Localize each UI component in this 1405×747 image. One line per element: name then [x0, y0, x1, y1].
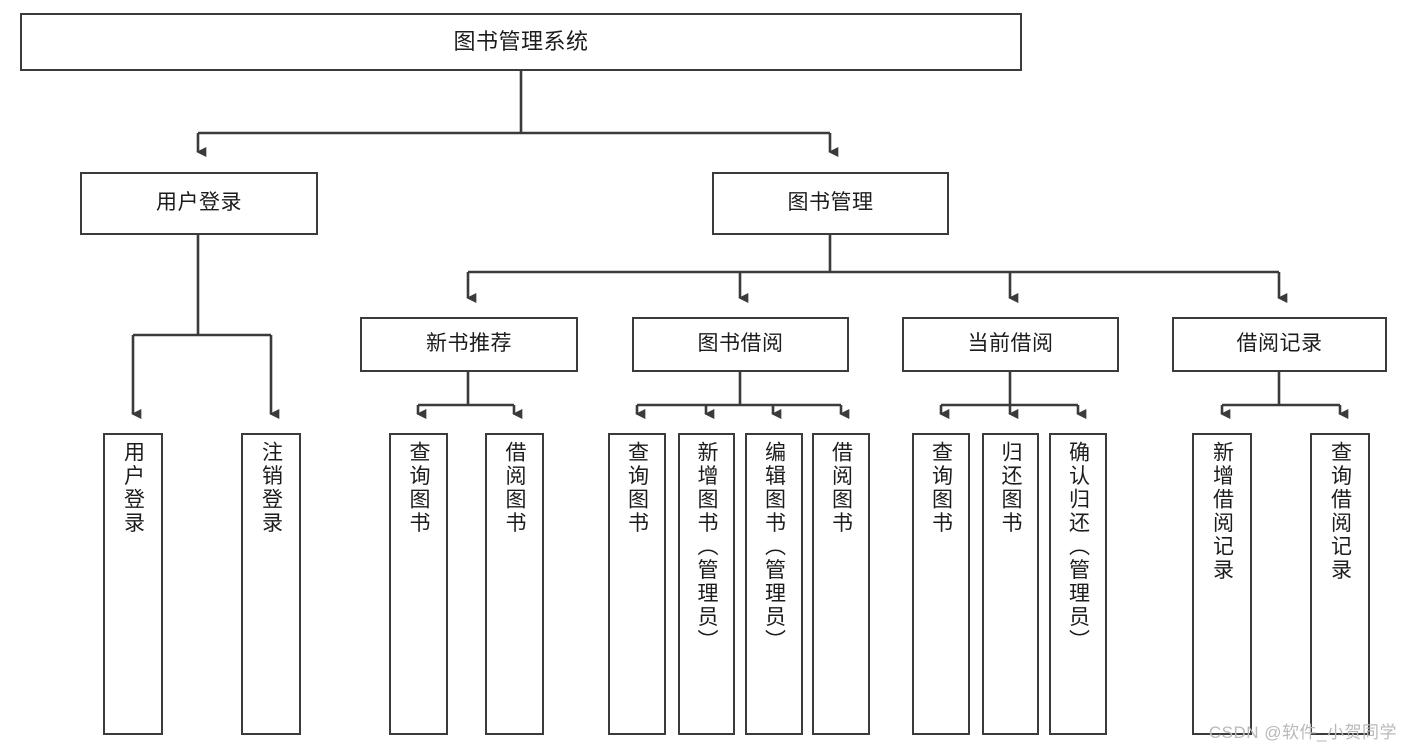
node-label: 图书管理	[787, 191, 874, 215]
leaf-edit-book[interactable]: 编辑图书（管理员）	[745, 433, 803, 735]
node-book-management[interactable]: 图书管理	[712, 172, 949, 235]
node-label: 当前借阅	[967, 332, 1054, 356]
node-label: 查询图书	[407, 441, 430, 535]
leaf-return-book[interactable]: 归还图书	[982, 433, 1039, 735]
leaf-confirm-return[interactable]: 确认归还（管理员）	[1049, 433, 1107, 735]
node-label: 图书借阅	[697, 332, 784, 356]
node-current-borrow[interactable]: 当前借阅	[902, 317, 1119, 372]
node-label: 归还图书	[999, 441, 1022, 535]
node-label: 确认归还（管理员）	[1066, 441, 1090, 653]
node-label: 借阅记录	[1236, 332, 1323, 356]
node-label: 编辑图书（管理员）	[762, 441, 786, 653]
leaf-query-book-3[interactable]: 查询图书	[912, 433, 970, 735]
node-label: 用户登录	[156, 191, 242, 215]
node-label: 查询图书	[625, 441, 649, 535]
node-label: 注销登录	[259, 441, 283, 535]
leaf-query-record[interactable]: 查询借阅记录	[1310, 433, 1370, 735]
node-label: 查询借阅记录	[1328, 441, 1352, 582]
node-borrow-record[interactable]: 借阅记录	[1172, 317, 1387, 372]
node-label: 查询图书	[929, 441, 953, 535]
node-label: 新书推荐	[426, 332, 512, 356]
leaf-user-logout[interactable]: 注销登录	[241, 433, 301, 735]
node-label: 新增图书（管理员）	[695, 441, 718, 653]
leaf-add-record[interactable]: 新增借阅记录	[1192, 433, 1252, 735]
node-user-login[interactable]: 用户登录	[80, 172, 318, 235]
leaf-add-book[interactable]: 新增图书（管理员）	[678, 433, 735, 735]
leaf-borrow-book-2[interactable]: 借阅图书	[812, 433, 870, 735]
watermark: CSDN @软件_小贺同学	[1208, 723, 1397, 742]
leaf-borrow-book-1[interactable]: 借阅图书	[485, 433, 544, 735]
node-book-borrow[interactable]: 图书借阅	[632, 317, 849, 372]
leaf-query-book-2[interactable]: 查询图书	[608, 433, 666, 735]
node-label: 新增借阅记录	[1210, 441, 1234, 582]
node-root-book-management-system[interactable]: 图书管理系统	[20, 13, 1022, 71]
node-label: 借阅图书	[829, 441, 853, 535]
node-label: 借阅图书	[503, 441, 526, 535]
node-label: 用户登录	[121, 441, 145, 535]
leaf-query-book-1[interactable]: 查询图书	[389, 433, 448, 735]
node-new-book-recommend[interactable]: 新书推荐	[360, 317, 578, 372]
leaf-user-login[interactable]: 用户登录	[103, 433, 163, 735]
node-label: 图书管理系统	[453, 29, 589, 55]
